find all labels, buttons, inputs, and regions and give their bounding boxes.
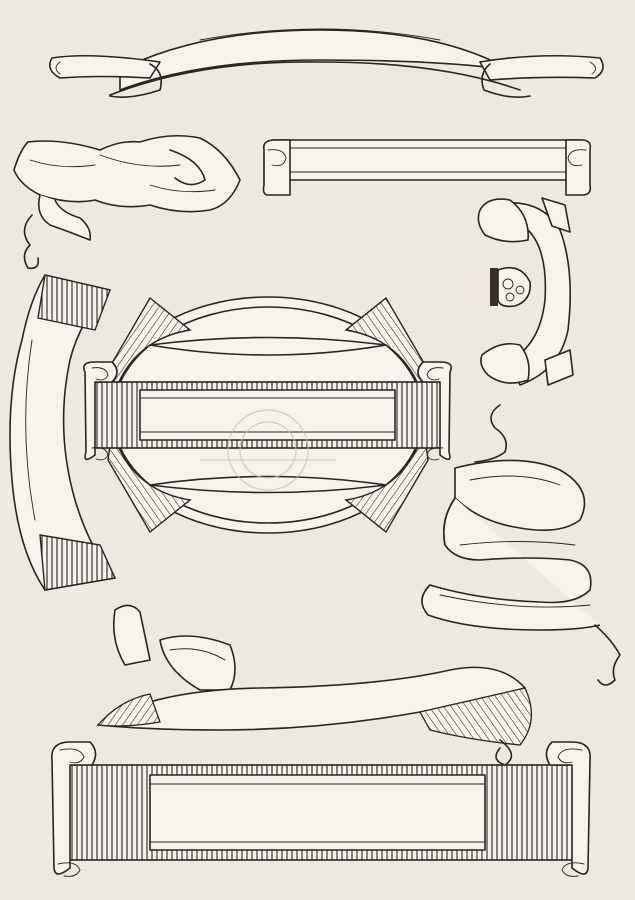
torn-ribbon bbox=[13, 134, 241, 270]
top-wave-ribbon bbox=[49, 28, 604, 98]
watermark-logo bbox=[200, 409, 336, 491]
center-oval-frame bbox=[82, 296, 453, 534]
ornament-cartouche bbox=[490, 266, 532, 308]
left-curved-ribbon bbox=[9, 274, 117, 591]
right-zigzag-ribbon bbox=[421, 404, 621, 686]
bottom-wide-scroll bbox=[51, 741, 591, 877]
straight-scroll-ribbon bbox=[262, 139, 592, 196]
lower-wave-ribbon bbox=[96, 604, 532, 766]
arched-ribbon-right bbox=[477, 197, 574, 386]
